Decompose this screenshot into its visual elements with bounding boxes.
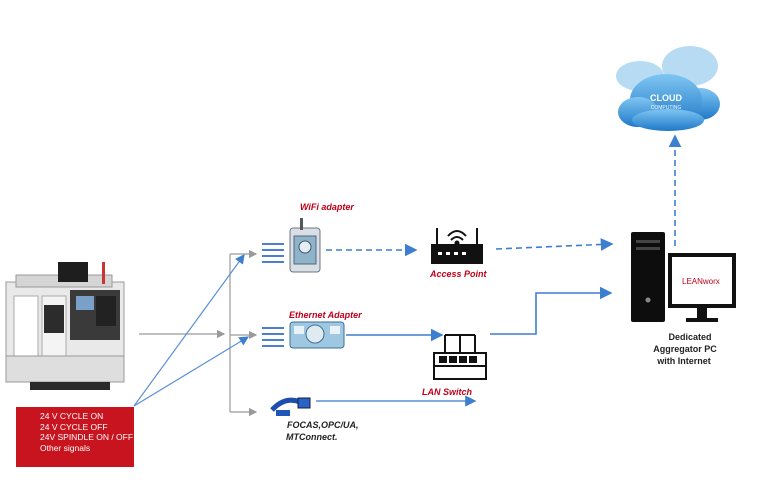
cloud-text-main: CLOUD (650, 93, 682, 103)
ap-to-pc-link (495, 238, 614, 251)
signal-arrows-wifi (262, 243, 284, 263)
lan-switch-icon (433, 334, 487, 380)
gray-connectors (139, 249, 258, 417)
access-point-label: Access Point (429, 269, 488, 279)
lan-switch-label: LAN Switch (422, 387, 473, 397)
pc-label-line2: Aggregator PC (653, 344, 717, 354)
protocols-line2: MTConnect. (286, 432, 338, 442)
pc-screen-text: LEANworx (682, 277, 720, 286)
signal-item: 24V SPINDLE ON / OFF (40, 432, 134, 443)
cnc-machine (5, 262, 125, 390)
signal-item: 24 V CYCLE OFF (40, 421, 108, 432)
switch-to-pc-link (490, 286, 613, 335)
pc-label-line3: with Internet (656, 356, 711, 366)
cloud-icon (616, 46, 720, 131)
wifi-adapter-label: WiFi adapter (300, 202, 354, 212)
protocols-line1: FOCAS,OPC/UA, (287, 420, 359, 430)
access-point-icon (431, 228, 483, 264)
pc-monitor (668, 253, 736, 322)
signal-item: 24 V CYCLE ON (40, 411, 104, 421)
signal-arrows-ethernet (262, 327, 284, 347)
signals-box: 24 V CYCLE ON 24 V CYCLE OFF 24V SPINDLE… (16, 407, 134, 467)
wifi-adapter-device (289, 218, 321, 273)
cloud-text-sub: COMPUTING (651, 105, 682, 111)
pc-label-line1: Dedicated (668, 332, 711, 342)
signal-item: Other signals (40, 442, 91, 453)
pc-tower (631, 232, 665, 322)
ethernet-adapter-label: Ethernet Adapter (289, 310, 362, 320)
ethernet-cable-icon (270, 397, 311, 416)
ethernet-adapter-device (289, 321, 345, 349)
signal-lines (133, 254, 250, 407)
